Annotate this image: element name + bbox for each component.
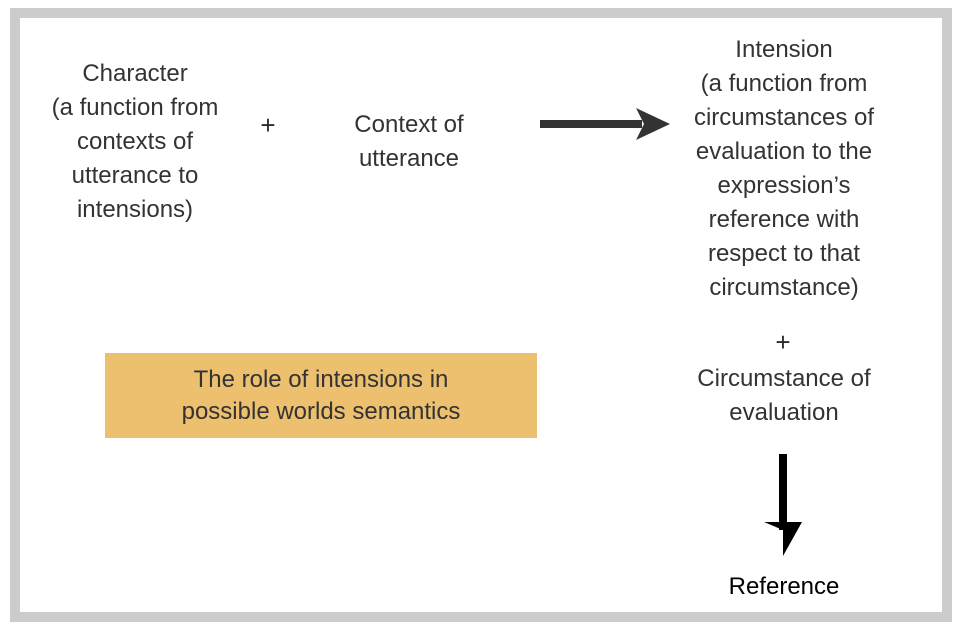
circumstance-of-evaluation-label: Circumstance of evaluation [697, 365, 871, 426]
reference-label: Reference [728, 573, 840, 600]
character-label: Character (a function from contexts of u… [51, 60, 219, 223]
arrow-down-icon [758, 452, 808, 558]
context-of-utterance-label: Context of utterance [354, 111, 464, 172]
caption-text: The role of intensions in possible world… [181, 365, 461, 425]
diagram-frame [10, 8, 952, 622]
arrow-right-icon [538, 104, 672, 144]
plus-sign-two: + [775, 327, 791, 357]
plus-sign-one: + [260, 110, 276, 140]
arrow-right-glyph [540, 108, 670, 140]
intension-label: Intension (a function from circumstances… [693, 36, 875, 301]
caption-box: The role of intensions in possible world… [105, 353, 537, 438]
arrow-down-glyph [764, 454, 802, 556]
